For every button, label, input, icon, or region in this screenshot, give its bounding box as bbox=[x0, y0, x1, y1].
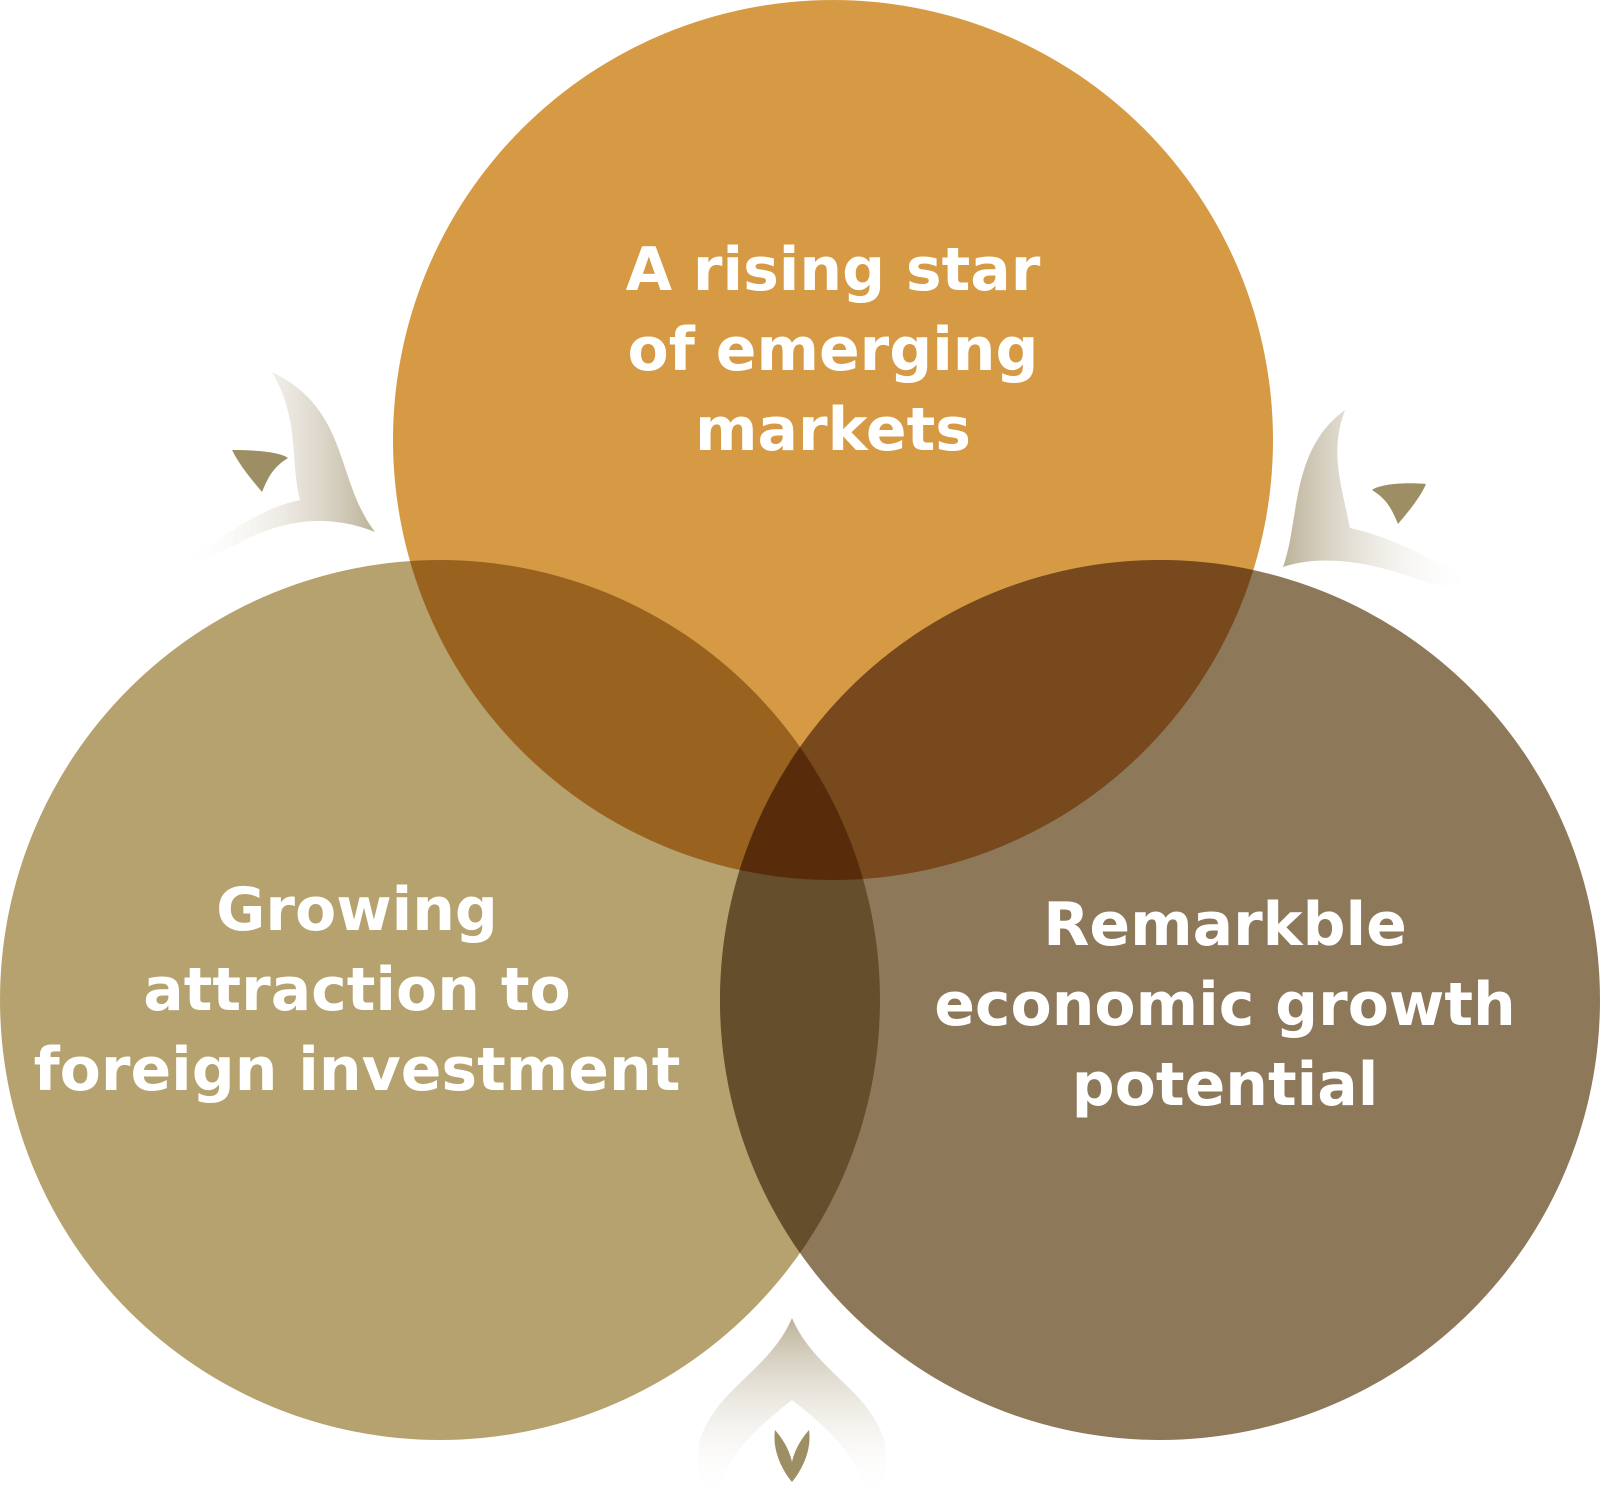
label-left-line-3: foreign investment bbox=[34, 1035, 681, 1105]
swoosh-shape bbox=[1283, 410, 1475, 586]
label-left-line-2: attraction to bbox=[143, 955, 570, 1025]
overlap-top-right bbox=[720, 560, 1273, 880]
label-right: Remarkble economic growth potential bbox=[934, 890, 1516, 1120]
leaf-icon bbox=[774, 1430, 810, 1482]
label-top-line-3: markets bbox=[695, 395, 971, 465]
label-left: Growing attraction to foreign investment bbox=[34, 875, 681, 1105]
swoosh-shape bbox=[697, 1318, 887, 1498]
label-right-line-3: potential bbox=[1072, 1050, 1379, 1120]
label-right-line-2: economic growth bbox=[934, 970, 1516, 1040]
leaf-icon bbox=[1372, 483, 1426, 524]
label-top-line-1: A rising star bbox=[626, 235, 1041, 305]
label-top-line-2: of emerging bbox=[628, 315, 1039, 385]
swoosh-shape bbox=[180, 372, 375, 562]
ornament-bottom bbox=[697, 1318, 887, 1498]
label-left-line-1: Growing bbox=[216, 875, 498, 945]
leaf-icon bbox=[232, 450, 288, 492]
ornament-right bbox=[1283, 410, 1475, 586]
ornament-left bbox=[180, 372, 375, 562]
label-right-line-1: Remarkble bbox=[1043, 890, 1407, 960]
venn-overlaps bbox=[393, 560, 1273, 1440]
overlap-top-left bbox=[393, 560, 880, 880]
label-top: A rising star of emerging markets bbox=[626, 235, 1041, 465]
